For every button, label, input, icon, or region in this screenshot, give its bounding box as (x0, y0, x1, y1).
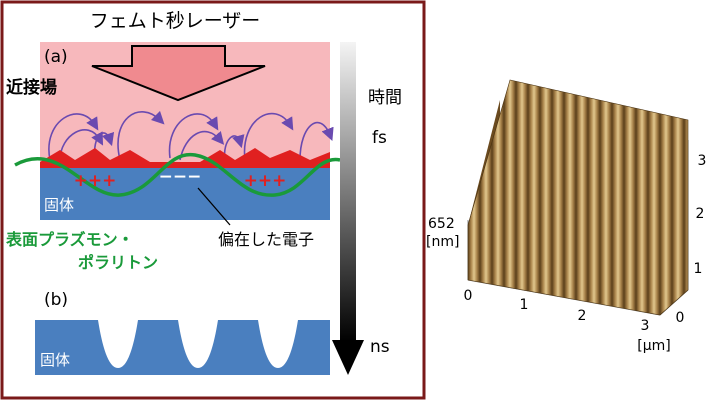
afm-surface-plot: 652 [nm] 0 1 2 3 [μm] 0 1 2 3 (426, 79, 707, 354)
afm-z-unit: [nm] (426, 234, 459, 250)
laser-label: フェムト秒レーザー (90, 10, 261, 32)
plasmon-label-1: 表面プラズモン・ (5, 230, 134, 249)
panel-b-label: (b) (44, 290, 68, 310)
afm-y-tick-3: 3 (698, 153, 707, 169)
time-axis-bar (340, 42, 356, 342)
time-label: 時間 (368, 88, 402, 108)
afm-ridges (468, 80, 688, 315)
solid-label-a: 固体 (44, 196, 74, 214)
near-field-label: 近接場 (6, 77, 57, 98)
afm-x-tick-0: 0 (464, 288, 473, 304)
down-arrow-icon (91, 45, 266, 102)
time-start-label: fs (372, 128, 387, 148)
plasmon-wave (14, 152, 341, 197)
negative-charges: −−− (159, 167, 202, 187)
positive-charges-1: +++ (74, 171, 117, 191)
afm-y-tick-1: 1 (694, 261, 703, 277)
down-arrow-icon (332, 340, 364, 375)
panel-a-label: (a) (44, 47, 68, 67)
afm-x-tick-1: 1 (520, 297, 529, 313)
solid-block-a (40, 162, 330, 220)
afm-y-tick-2: 2 (696, 206, 705, 222)
time-end-label: ns (370, 337, 390, 357)
electron-pointer (197, 187, 231, 226)
afm-z-value: 652 (428, 216, 455, 232)
electron-label: 偏在した電子 (218, 230, 314, 249)
afm-x-tick-3: 3 (641, 318, 650, 334)
afm-x-unit: [μm] (637, 338, 670, 354)
solid-block-b (35, 320, 330, 375)
positive-charges-2: +++ (244, 171, 287, 191)
afm-x-tick-2: 2 (578, 308, 587, 324)
solid-label-b: 固体 (40, 351, 70, 369)
afm-y-tick-0: 0 (676, 310, 685, 326)
plasmon-label-2: ポラリトン (78, 253, 158, 272)
